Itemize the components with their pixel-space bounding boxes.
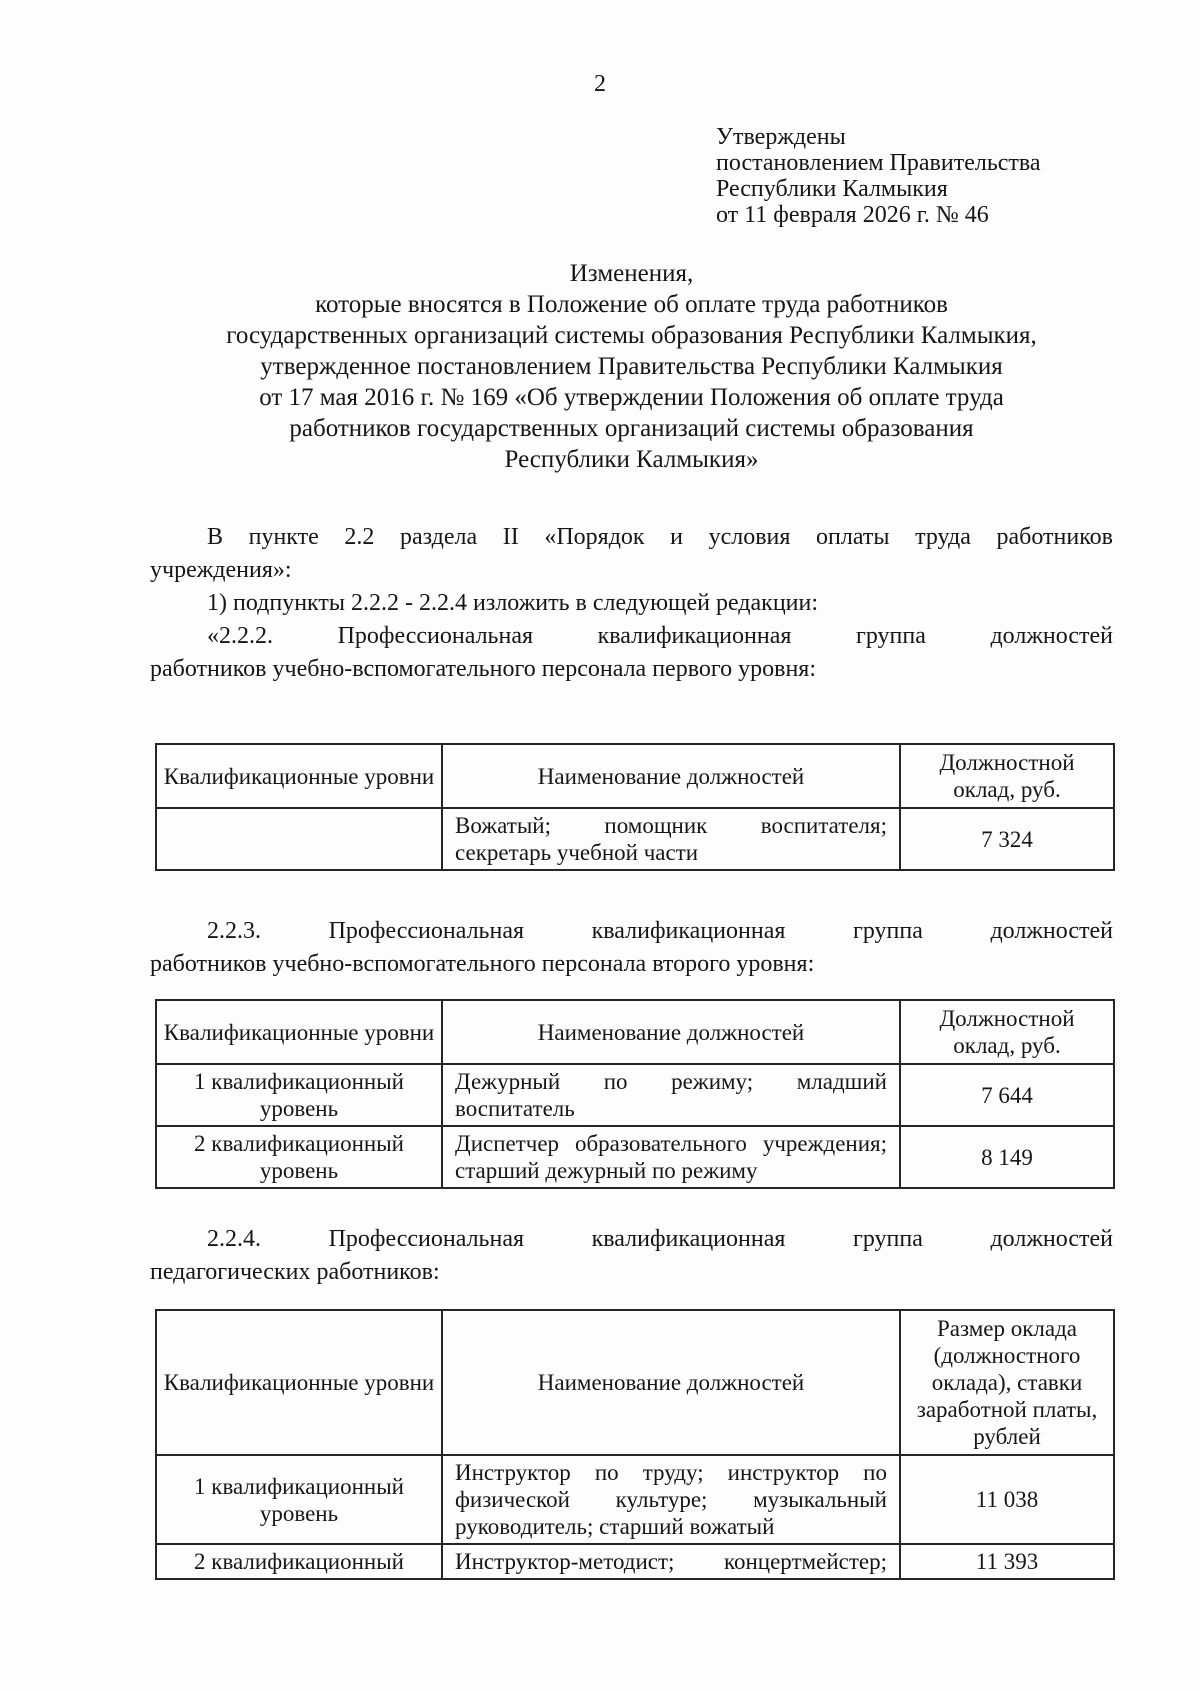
cell-positions: Инструктор по труду; инструктор по физич… [441, 1454, 901, 1545]
table-row: 2 квалификационный Инструктор-методист; … [155, 1543, 1115, 1580]
title-line: от 17 мая 2016 г. № 169 «Об утверждении … [259, 384, 1004, 411]
header-salary: Должностной оклад, руб. [899, 743, 1115, 809]
table-row: 2 квалификационный уровень Диспетчер обр… [155, 1125, 1115, 1189]
header-salary: Должностной оклад, руб. [899, 999, 1115, 1065]
table-row: 1 квалификационный уровень Дежурный по р… [155, 1063, 1115, 1127]
table-pqg-2-2-2: Квалификационные уровни Наименование дол… [155, 743, 1115, 871]
paragraph-point-2-2: В пункте 2.2 раздела II «Порядок и услов… [150, 524, 1113, 583]
table-header-row: Квалификационные уровни Наименование дол… [155, 743, 1115, 809]
table-header-row: Квалификационные уровни Наименование дол… [155, 999, 1115, 1065]
document-title: Изменения, которые вносятся в Положение … [150, 258, 1113, 475]
cell-qualification-level: 1 квалификационный уровень [155, 1454, 443, 1545]
header-qualification-levels: Квалификационные уровни [155, 1309, 443, 1456]
header-position-names: Наименование должностей [441, 999, 901, 1065]
cell-salary: 11 393 [899, 1543, 1115, 1580]
title-line: Республики Калмыкия» [504, 446, 759, 473]
cell-qualification-level: 2 квалификационный уровень [155, 1125, 443, 1189]
table-pqg-2-2-3: Квалификационные уровни Наименование дол… [155, 999, 1115, 1189]
table-row: Вожатый; помощник воспитателя; секретарь… [155, 807, 1115, 871]
title-line: Изменения, [569, 260, 694, 287]
approval-block: Утверждены постановлением Правительства … [716, 124, 1113, 228]
header-position-names: Наименование должностей [441, 743, 901, 809]
header-position-names: Наименование должностей [441, 1309, 901, 1456]
title-line: утвержденное постановлением Правительств… [260, 353, 1003, 380]
paragraph-subitem-1: 1) подпункты 2.2.2 - 2.2.4 изложить в сл… [207, 590, 819, 616]
cell-positions: Дежурный по режиму; младший воспитатель [441, 1063, 901, 1127]
cell-positions: Инструктор-методист; концертмейстер; [441, 1543, 901, 1580]
header-qualification-levels: Квалификационные уровни [155, 743, 443, 809]
approval-line: Утверждены [716, 124, 846, 150]
table-header-row: Квалификационные уровни Наименование дол… [155, 1309, 1115, 1456]
heading-2-2-3: 2.2.3. Профессиональная квалификационная… [150, 918, 1113, 977]
title-line: государственных организаций системы обра… [226, 322, 1037, 349]
heading-2-2-4: 2.2.4. Профессиональная квалификационная… [150, 1226, 1113, 1285]
title-line: которые вносятся в Положение об оплате т… [315, 291, 948, 318]
page-content: Утверждены постановлением Правительства … [150, 124, 1115, 1580]
table-row: 1 квалификационный уровень Инструктор по… [155, 1454, 1115, 1545]
cell-salary: 7 644 [899, 1063, 1115, 1127]
cell-salary: 11 038 [899, 1454, 1115, 1545]
cell-salary: 8 149 [899, 1125, 1115, 1189]
cell-positions: Диспетчер образовательного учреждения; с… [441, 1125, 901, 1189]
cell-qualification-level [155, 807, 443, 871]
cell-positions: Вожатый; помощник воспитателя; секретарь… [441, 807, 901, 871]
table-pqg-2-2-4: Квалификационные уровни Наименование дол… [155, 1309, 1115, 1580]
cell-salary: 7 324 [899, 807, 1115, 871]
title-line: работников государственных организаций с… [289, 415, 974, 442]
approval-line: от 11 февраля 2026 г. № 46 [716, 202, 989, 228]
approval-line: постановлением Правительства [716, 150, 1041, 176]
approval-line: Республики Калмыкия [716, 176, 948, 202]
cell-qualification-level: 1 квалификационный уровень [155, 1063, 443, 1127]
paragraph-2-2-2: «2.2.2. Профессиональная квалификационна… [150, 623, 1113, 682]
cell-qualification-level: 2 квалификационный [155, 1543, 443, 1580]
header-salary: Размер оклада (должностного оклада), ста… [899, 1309, 1115, 1456]
body-text: В пункте 2.2 раздела II «Порядок и услов… [150, 521, 1113, 686]
header-qualification-levels: Квалификационные уровни [155, 999, 443, 1065]
page-number: 2 [594, 71, 606, 97]
